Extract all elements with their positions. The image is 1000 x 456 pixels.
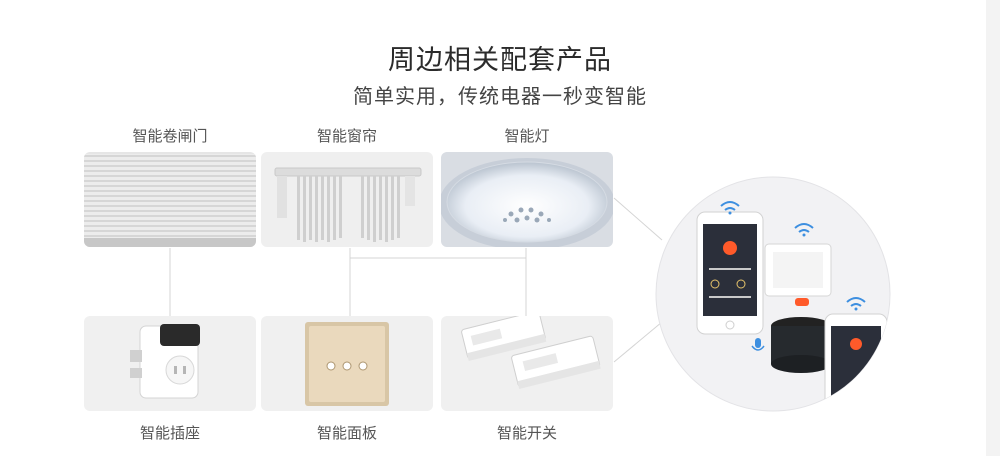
product-card-panel[interactable] (261, 316, 433, 411)
product-label-light: 智能灯 (504, 127, 550, 145)
page-title: 周边相关配套产品 (388, 45, 612, 76)
roller-shutter-image (84, 152, 256, 247)
product-label-socket: 智能插座 (139, 424, 200, 442)
product-label-panel: 智能面板 (316, 424, 377, 442)
product-card-switch[interactable] (441, 316, 613, 411)
product-card-roller-shutter[interactable] (84, 152, 256, 247)
product-card-light[interactable] (441, 152, 613, 247)
product-card-curtain[interactable] (261, 152, 433, 247)
page-subtitle: 简单实用，传统电器一秒变智能 (353, 84, 647, 108)
page-edge-strip (986, 0, 1000, 456)
phone-hub-image (655, 176, 891, 412)
smart-hub-illustration (655, 176, 891, 412)
touch-panel-image (261, 316, 433, 411)
smart-socket-image (84, 316, 256, 411)
product-label-switch: 智能开关 (496, 424, 557, 442)
product-card-socket[interactable] (84, 316, 256, 411)
product-label-curtain: 智能窗帘 (316, 127, 377, 145)
product-label-roller-shutter: 智能卷闸门 (132, 127, 208, 145)
smart-switch-module-image (441, 316, 613, 411)
curtain-image (261, 152, 433, 247)
ceiling-light-image (441, 152, 613, 247)
